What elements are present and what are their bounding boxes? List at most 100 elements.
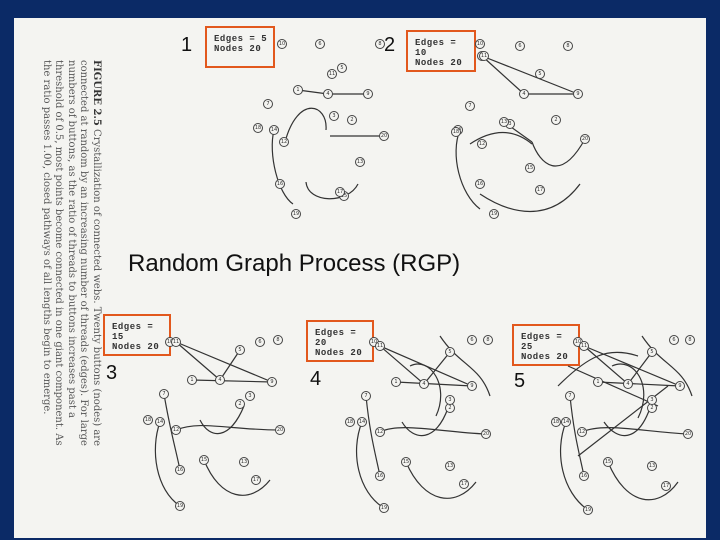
panel-5-nodes: 20 xyxy=(556,352,569,362)
graph-node xyxy=(187,375,197,385)
graph-node-label: 8 xyxy=(486,337,489,343)
graph-node-label: 15 xyxy=(201,457,207,463)
graph-node-label: 17 xyxy=(663,483,669,489)
graph-node xyxy=(279,137,289,147)
graph-edge xyxy=(395,381,473,387)
graph-edge xyxy=(191,379,273,383)
graph-node-label: 11 xyxy=(329,71,335,77)
graph-node xyxy=(551,417,561,427)
panel-5-label: 5 xyxy=(514,370,526,392)
graph-node xyxy=(345,417,355,427)
graph-node xyxy=(235,399,245,409)
graph-node-label: 16 xyxy=(581,473,587,479)
graph-node xyxy=(337,63,347,73)
graph-node xyxy=(623,379,633,389)
graph-edge xyxy=(481,55,525,95)
graph-node xyxy=(155,417,165,427)
graph-edge xyxy=(297,89,329,95)
graph-node-label: 15 xyxy=(403,459,409,465)
graph-node xyxy=(171,337,181,347)
graph-node-label: 11 xyxy=(481,53,487,59)
graph-node-label: 9 xyxy=(270,379,273,385)
graph-edge xyxy=(423,351,451,385)
graph-edge xyxy=(284,107,327,143)
graph-node-label: 16 xyxy=(477,181,483,187)
panel-5-edges: 25 xyxy=(521,342,533,352)
graph-node-label: 9 xyxy=(366,91,369,97)
graph-node xyxy=(579,471,589,481)
graph-edge xyxy=(607,461,679,501)
graph-node-label: 5 xyxy=(340,65,343,71)
graph-edge xyxy=(175,341,273,383)
panel-4-ratio-box: Edges = 20 Nodes 20 xyxy=(306,320,374,362)
panel-4-edges: 20 xyxy=(315,338,327,348)
graph-edge xyxy=(409,363,442,417)
graph-node-label: 20 xyxy=(685,431,691,437)
graph-node-label: 7 xyxy=(364,393,367,399)
graph-node-label: 4 xyxy=(422,381,425,387)
graph-edge xyxy=(611,363,645,419)
graph-node-label: 8 xyxy=(378,41,381,47)
panel-4-ratio: Edges = 20 Nodes 20 xyxy=(315,328,363,358)
graph-node xyxy=(267,377,277,387)
graph-edge xyxy=(557,351,639,387)
graph-node-label: 12 xyxy=(479,141,485,147)
graph-node-label: 18 xyxy=(145,417,151,423)
graph-node-label: 11 xyxy=(581,343,587,349)
graph-node-label: 5 xyxy=(238,347,241,353)
graph-node xyxy=(273,335,283,345)
panel-3-ratio: Edges = 15 Nodes 20 xyxy=(112,322,160,352)
graph-node-label: 11 xyxy=(377,343,383,349)
graph-node xyxy=(275,425,285,435)
panel-2-edges: 10 xyxy=(415,48,427,58)
graph-edge xyxy=(219,349,241,381)
graph-node-label: 5 xyxy=(650,349,653,355)
graph-edge xyxy=(583,345,681,387)
graph-node-label: 12 xyxy=(281,139,287,145)
graph-node xyxy=(475,179,485,189)
graph-node-label: 20 xyxy=(277,427,283,433)
graph-node xyxy=(577,427,587,437)
graph-node-label: 6 xyxy=(470,337,473,343)
graph-node-label: 19 xyxy=(585,507,591,513)
graph-edge xyxy=(305,181,359,200)
panel-4-nodes: 20 xyxy=(350,348,363,358)
panel-5-ratio-box: Edges = 25 Nodes 20 xyxy=(512,324,580,366)
panel-4-label: 4 xyxy=(310,368,322,390)
figure-heading: FIGURE 2.5 xyxy=(91,60,102,126)
graph-node xyxy=(379,131,389,141)
graph-node-label: 14 xyxy=(563,419,569,425)
graph-node-label: 10 xyxy=(167,339,173,345)
graph-node-label: 1 xyxy=(296,87,299,93)
graph-node-label: 2 xyxy=(650,405,653,411)
panel-1-edges-word: Edges xyxy=(214,34,244,44)
graph-node-label: 5 xyxy=(448,349,451,355)
graph-node xyxy=(239,457,249,467)
panel-2-label: 2 xyxy=(384,34,396,56)
graph-node xyxy=(329,111,339,121)
graph-edge xyxy=(603,407,651,437)
graph-node xyxy=(583,505,593,515)
panel-5-ratio: Edges = 25 Nodes 20 xyxy=(521,332,569,362)
graph-node-label: 16 xyxy=(177,467,183,473)
panel-2-nodes: 20 xyxy=(450,58,463,68)
panel-3-ratio-box: Edges = 15 Nodes 20 xyxy=(103,314,171,356)
graph-node xyxy=(375,341,385,351)
graph-edge xyxy=(481,55,579,95)
graph-node-label: 8 xyxy=(566,43,569,49)
graph-node xyxy=(255,337,265,347)
graph-node-label: 2 xyxy=(350,117,353,123)
graph-edge xyxy=(439,335,491,397)
panel-1-nodes: 20 xyxy=(249,44,262,54)
graph-node-label: 6 xyxy=(672,337,675,343)
graph-edge xyxy=(479,183,581,213)
graph-node xyxy=(171,425,181,435)
graph-node xyxy=(315,39,325,49)
graph-node xyxy=(475,39,485,49)
graph-node xyxy=(579,341,589,351)
graph-node xyxy=(561,417,571,427)
panel-1-edges: 5 xyxy=(261,34,268,44)
graph-node xyxy=(499,117,509,127)
graph-node-label: 13 xyxy=(241,459,247,465)
